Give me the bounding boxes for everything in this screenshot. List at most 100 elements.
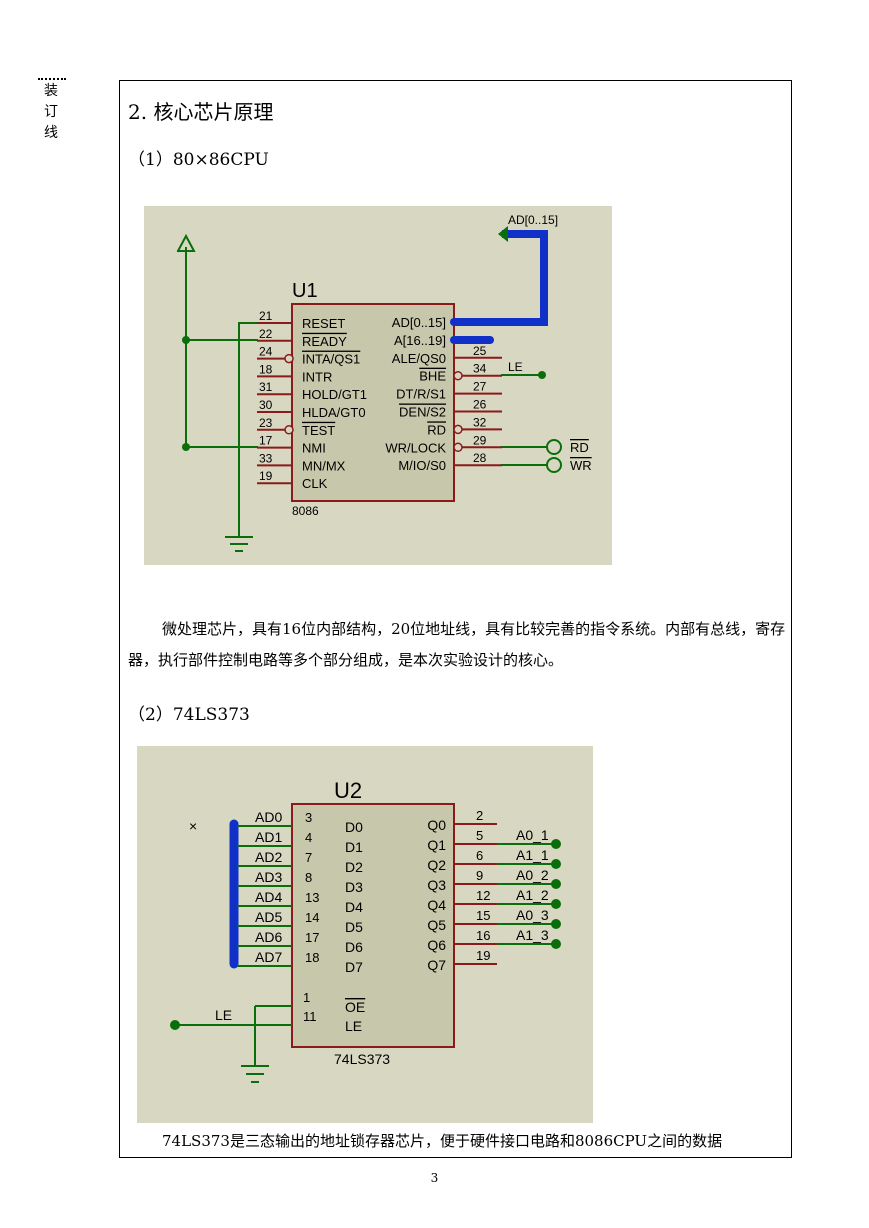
u2-pin-number: 16	[476, 928, 490, 943]
no-connect-mark: ×	[189, 818, 197, 834]
u2-net-le: LE	[215, 1007, 232, 1023]
u1-net-rd: RD	[570, 440, 589, 455]
u1-wires	[176, 226, 562, 552]
u2-pin-number: 13	[305, 890, 319, 905]
u2-pin-number: 12	[476, 888, 490, 903]
binding-char: 线	[44, 125, 58, 141]
u2-input-net: AD5	[255, 909, 282, 925]
u1-pin-name: HLDA/GT0	[302, 405, 366, 420]
u1-pin-name: RD	[427, 422, 446, 437]
u2-pin-number: 8	[305, 870, 312, 885]
u2-pin-number: 3	[305, 810, 312, 825]
u2-pin-name: D0	[345, 819, 363, 835]
u1-pin-name: A[16..19]	[394, 333, 446, 348]
u2-output-junction	[551, 859, 561, 869]
u2-pin-name: Q3	[427, 877, 446, 893]
u1-pin-number: 27	[473, 380, 487, 394]
u1-net-wr: WR	[570, 458, 592, 473]
u2-pin-name: LE	[345, 1018, 362, 1034]
u1-pin-name: DT/R/S1	[396, 387, 446, 402]
u2-pin-name: D7	[345, 959, 363, 975]
u1-pin-number: 29	[473, 433, 487, 447]
u2-pin-name: D3	[345, 879, 363, 895]
u1-pin-name: RESET	[302, 316, 345, 331]
binding-dotted-line	[38, 78, 66, 80]
u2-pin-name: Q4	[427, 897, 446, 913]
u1-pin-number: 24	[259, 345, 273, 359]
u2-pin-number: 18	[305, 950, 319, 965]
u1-pin-number: 31	[259, 380, 273, 394]
u1-pin-number: 33	[259, 451, 273, 465]
u2-pin-number: 7	[305, 850, 312, 865]
binding-char: 装	[44, 83, 58, 99]
u2-output-net: A1_3	[516, 927, 549, 943]
u2-pin-name: D1	[345, 839, 363, 855]
u1-pin-number: 17	[259, 434, 273, 448]
u2-output-net: A1_2	[516, 887, 549, 903]
u1-bus-label: AD[0..15]	[508, 213, 558, 227]
u2-output-junction	[551, 899, 561, 909]
u2-input-net: AD6	[255, 929, 282, 945]
u2-input-net: AD2	[255, 849, 282, 865]
subsection-title-latch: （2）74LS373	[128, 705, 250, 725]
u2-output-junction	[551, 879, 561, 889]
u2-pin-name: D6	[345, 939, 363, 955]
u2-part: 74LS373	[334, 1051, 390, 1067]
section-title: 2. 核心芯片原理	[128, 100, 274, 124]
binding-char: 订	[44, 104, 58, 120]
u1-pin-name: DEN/S2	[399, 405, 446, 420]
u1-pin-number: 19	[259, 469, 273, 483]
u1-pin-name: TEST	[302, 423, 335, 438]
u2-input-net: AD7	[255, 949, 282, 965]
u1-pin-name: CLK	[302, 476, 328, 491]
u1-pin-name: INTA/QS1	[302, 352, 360, 367]
u2-output-net: A0_3	[516, 907, 549, 923]
u1-pin-number: 26	[473, 398, 487, 412]
u2-pin-name: Q2	[427, 857, 446, 873]
u1-pin-number: 23	[259, 416, 273, 430]
u2-pin-name: Q6	[427, 937, 446, 953]
u1-pin-name: AD[0..15]	[392, 315, 446, 330]
u2-input-net: AD0	[255, 809, 282, 825]
u2-output-junction	[551, 919, 561, 929]
u2-wires	[170, 803, 455, 1083]
u2-pin-number: 5	[476, 828, 483, 843]
u2-pin-name: Q0	[427, 817, 446, 833]
u1-pin-number: 22	[259, 327, 273, 341]
u1-pin-name: READY	[302, 334, 347, 349]
u2-output-net: A1_1	[516, 847, 549, 863]
u1-pin-number: 18	[259, 362, 273, 376]
u1-pin-bubble	[284, 353, 294, 364]
latch-description: 74LS373是三态输出的地址锁存器芯片，便于硬件接口电路和8086CPU之间的…	[162, 1132, 723, 1150]
u1-pin-name: INTR	[302, 369, 332, 384]
u2-pin-name: Q1	[427, 837, 446, 853]
u2-pin-number: 4	[305, 830, 312, 845]
u1-pin-number: 21	[259, 309, 273, 323]
u2-pin-name: D5	[345, 919, 363, 935]
u2-pin-name: Q5	[427, 917, 446, 933]
subsection-title-cpu: （1）80×86CPU	[128, 150, 269, 170]
u2-pin-number: 1	[303, 990, 310, 1005]
u1-ref: U1	[292, 280, 318, 302]
u2-pin-number: 19	[476, 948, 490, 963]
u2-output-junction	[551, 939, 561, 949]
u1-pin-name: MN/MX	[302, 458, 346, 473]
u2-pin-number: 9	[476, 868, 483, 883]
u2-pin-name: D4	[345, 899, 363, 915]
u1-pin-number: 25	[473, 344, 487, 358]
u1-pin-number: 30	[259, 398, 273, 412]
u2-output-net: A0_1	[516, 827, 549, 843]
u1-pin-number: 28	[473, 451, 487, 465]
u2-pin-name: Q7	[427, 957, 446, 973]
u2-input-net: AD3	[255, 869, 282, 885]
cpu-description: 微处理芯片，具有16位内部结构，20位地址线，具有比较完善的指令系统。内部有总线…	[128, 620, 786, 669]
u2-pin-number: 6	[476, 848, 483, 863]
u1-pin-bubble	[453, 370, 463, 381]
u1-pin-name: M/IO/S0	[398, 458, 446, 473]
u1-part: 8086	[292, 504, 319, 518]
